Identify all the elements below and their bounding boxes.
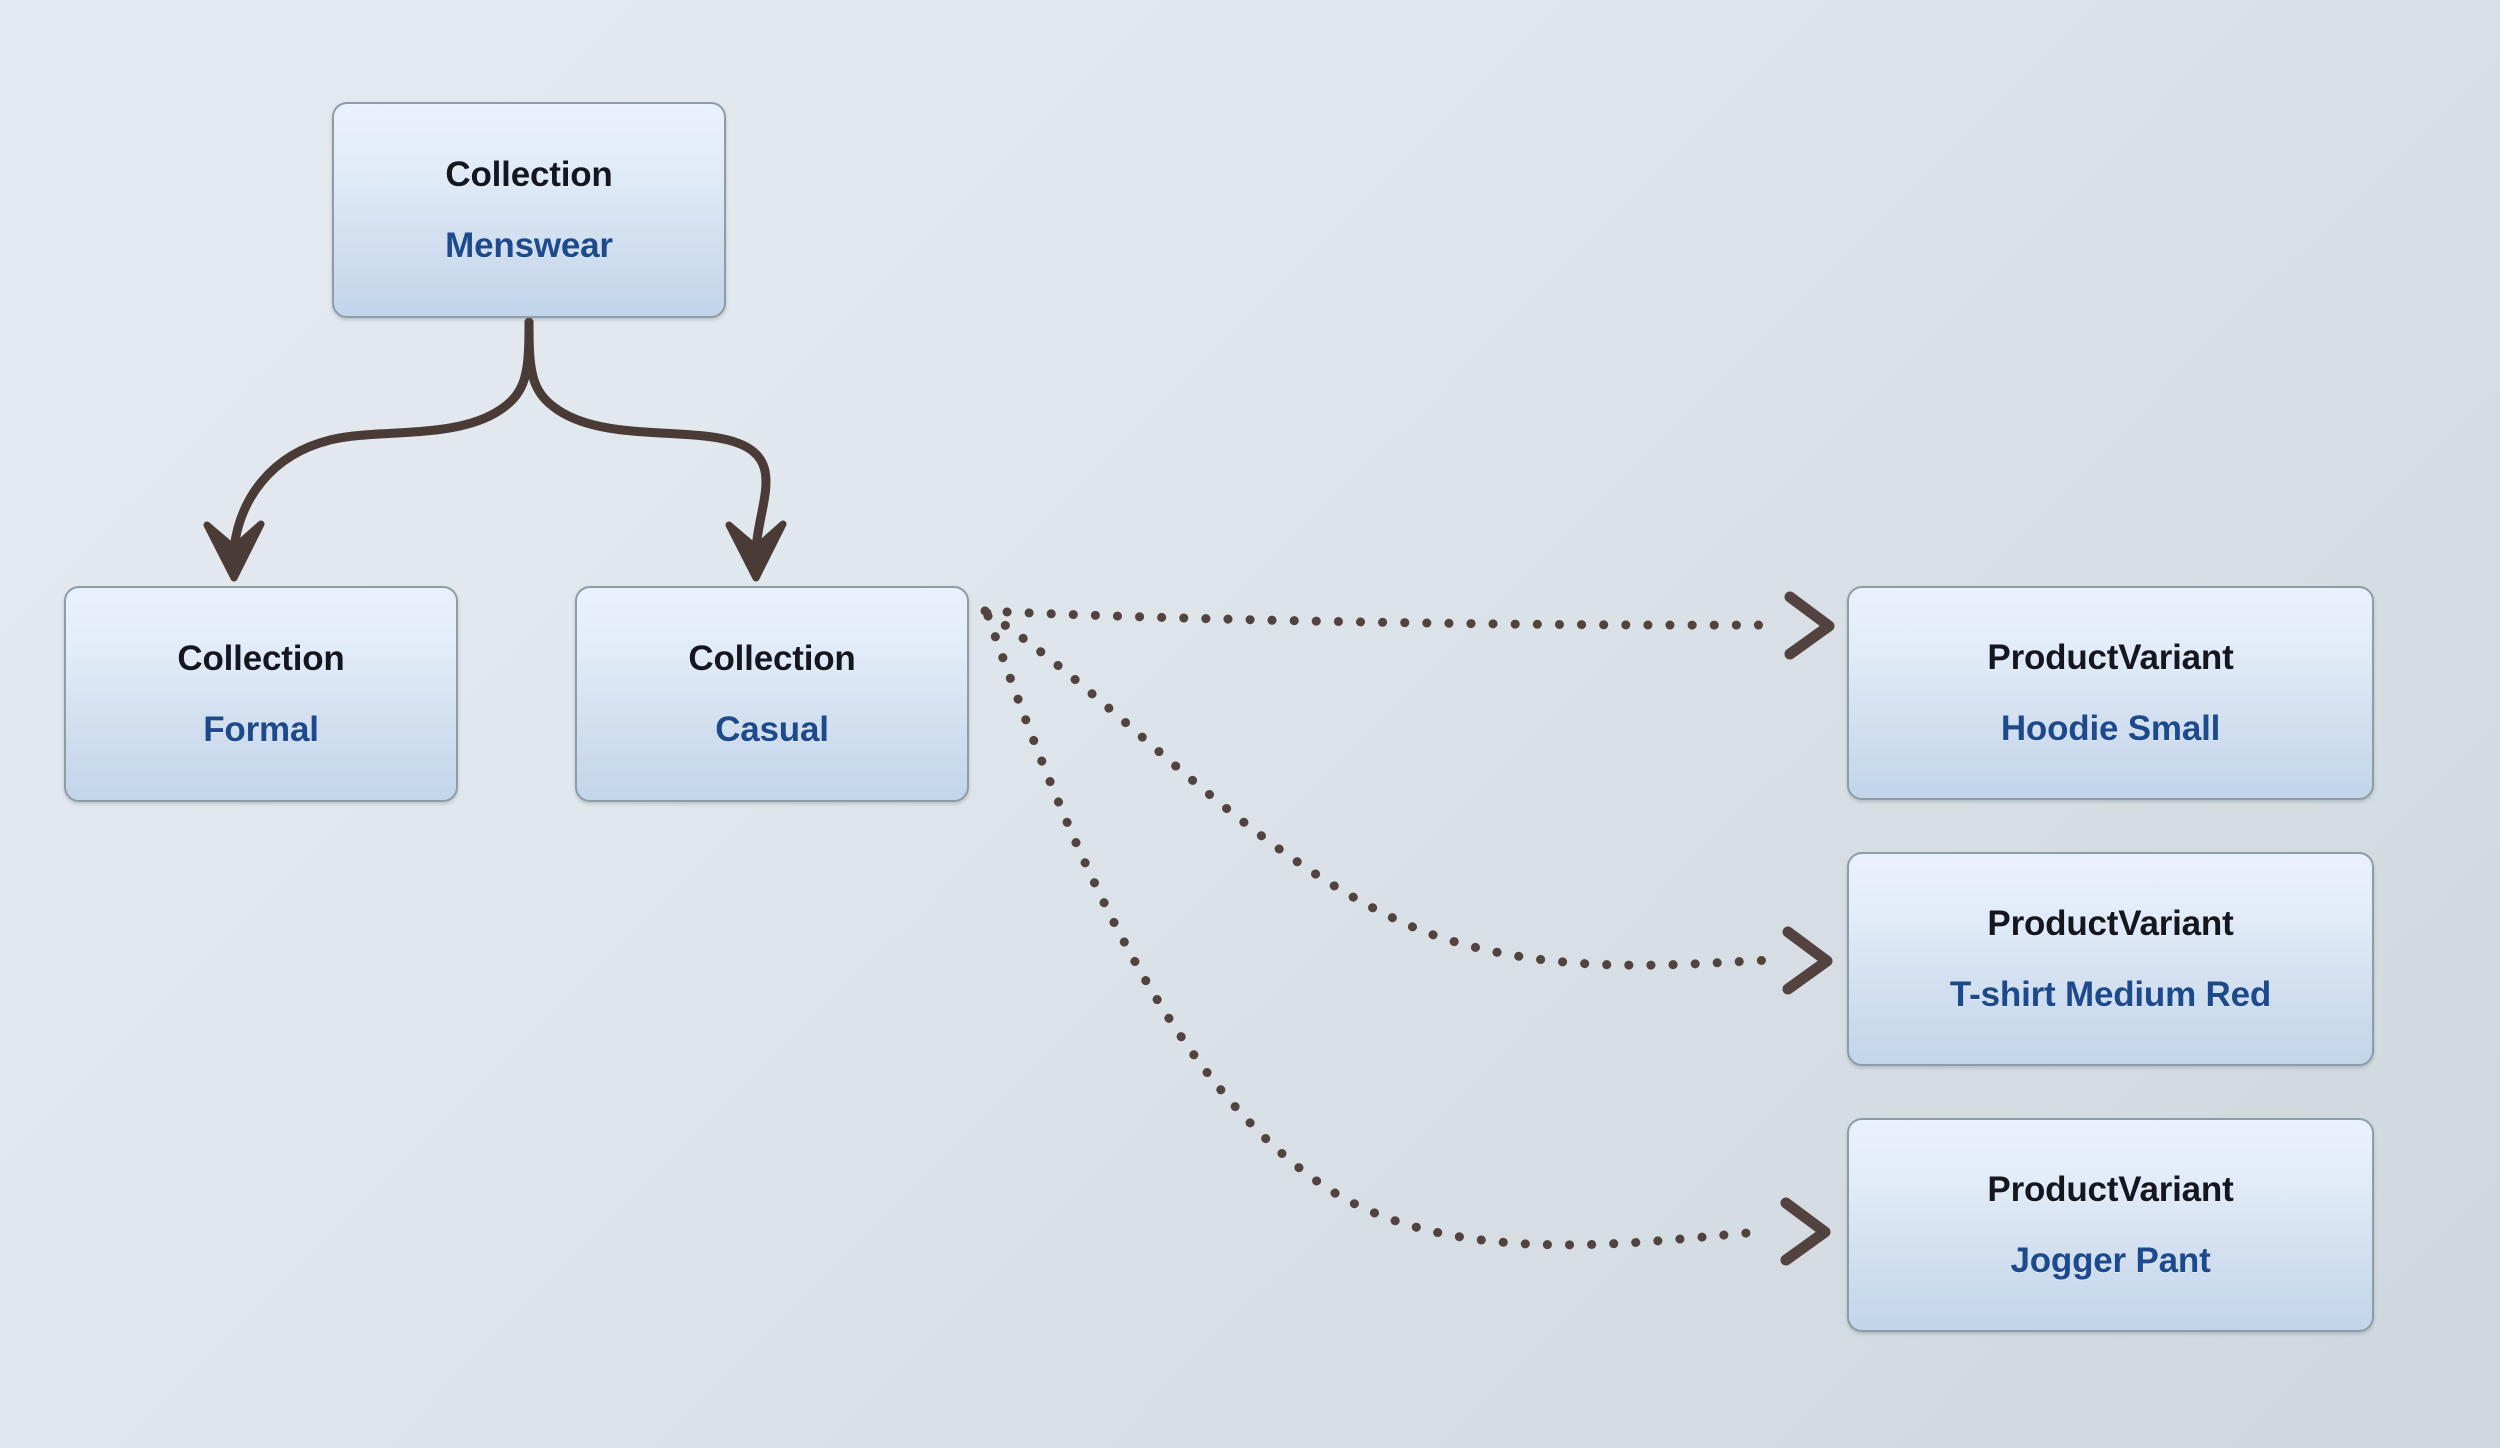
node-name-label: Hoodie Small (2000, 709, 2221, 748)
node-type-label: ProductVariant (1987, 1170, 2234, 1209)
edge-casual-hoodie (980, 591, 1835, 660)
node-type-label: Collection (688, 639, 856, 678)
node-name-label: T-shirt Medium Red (1949, 975, 2272, 1014)
node-name-label: Menswear (445, 226, 613, 265)
node-name-label: Casual (715, 710, 829, 749)
edge-casual-jogger (983, 611, 1831, 1266)
node-productvariant-tshirt-medium-red[interactable]: ProductVariant T-shirt Medium Red (1847, 852, 2374, 1066)
node-collection-casual[interactable]: Collection Casual (575, 586, 969, 802)
node-collection-formal[interactable]: Collection Formal (64, 586, 458, 802)
node-type-label: Collection (177, 639, 345, 678)
edge-menswear-formal (203, 317, 534, 582)
node-type-label: ProductVariant (1987, 904, 2234, 943)
node-productvariant-hoodie-small[interactable]: ProductVariant Hoodie Small (1847, 586, 2374, 800)
node-type-label: Collection (445, 155, 613, 194)
node-name-label: Formal (203, 710, 319, 749)
edge-casual-tshirt (982, 608, 1833, 995)
node-collection-menswear[interactable]: Collection Menswear (332, 102, 726, 318)
node-productvariant-jogger-pant[interactable]: ProductVariant Jogger Pant (1847, 1118, 2374, 1332)
edge-menswear-casual (524, 317, 787, 582)
node-type-label: ProductVariant (1987, 638, 2234, 677)
node-name-label: Jogger Pant (2010, 1241, 2211, 1280)
